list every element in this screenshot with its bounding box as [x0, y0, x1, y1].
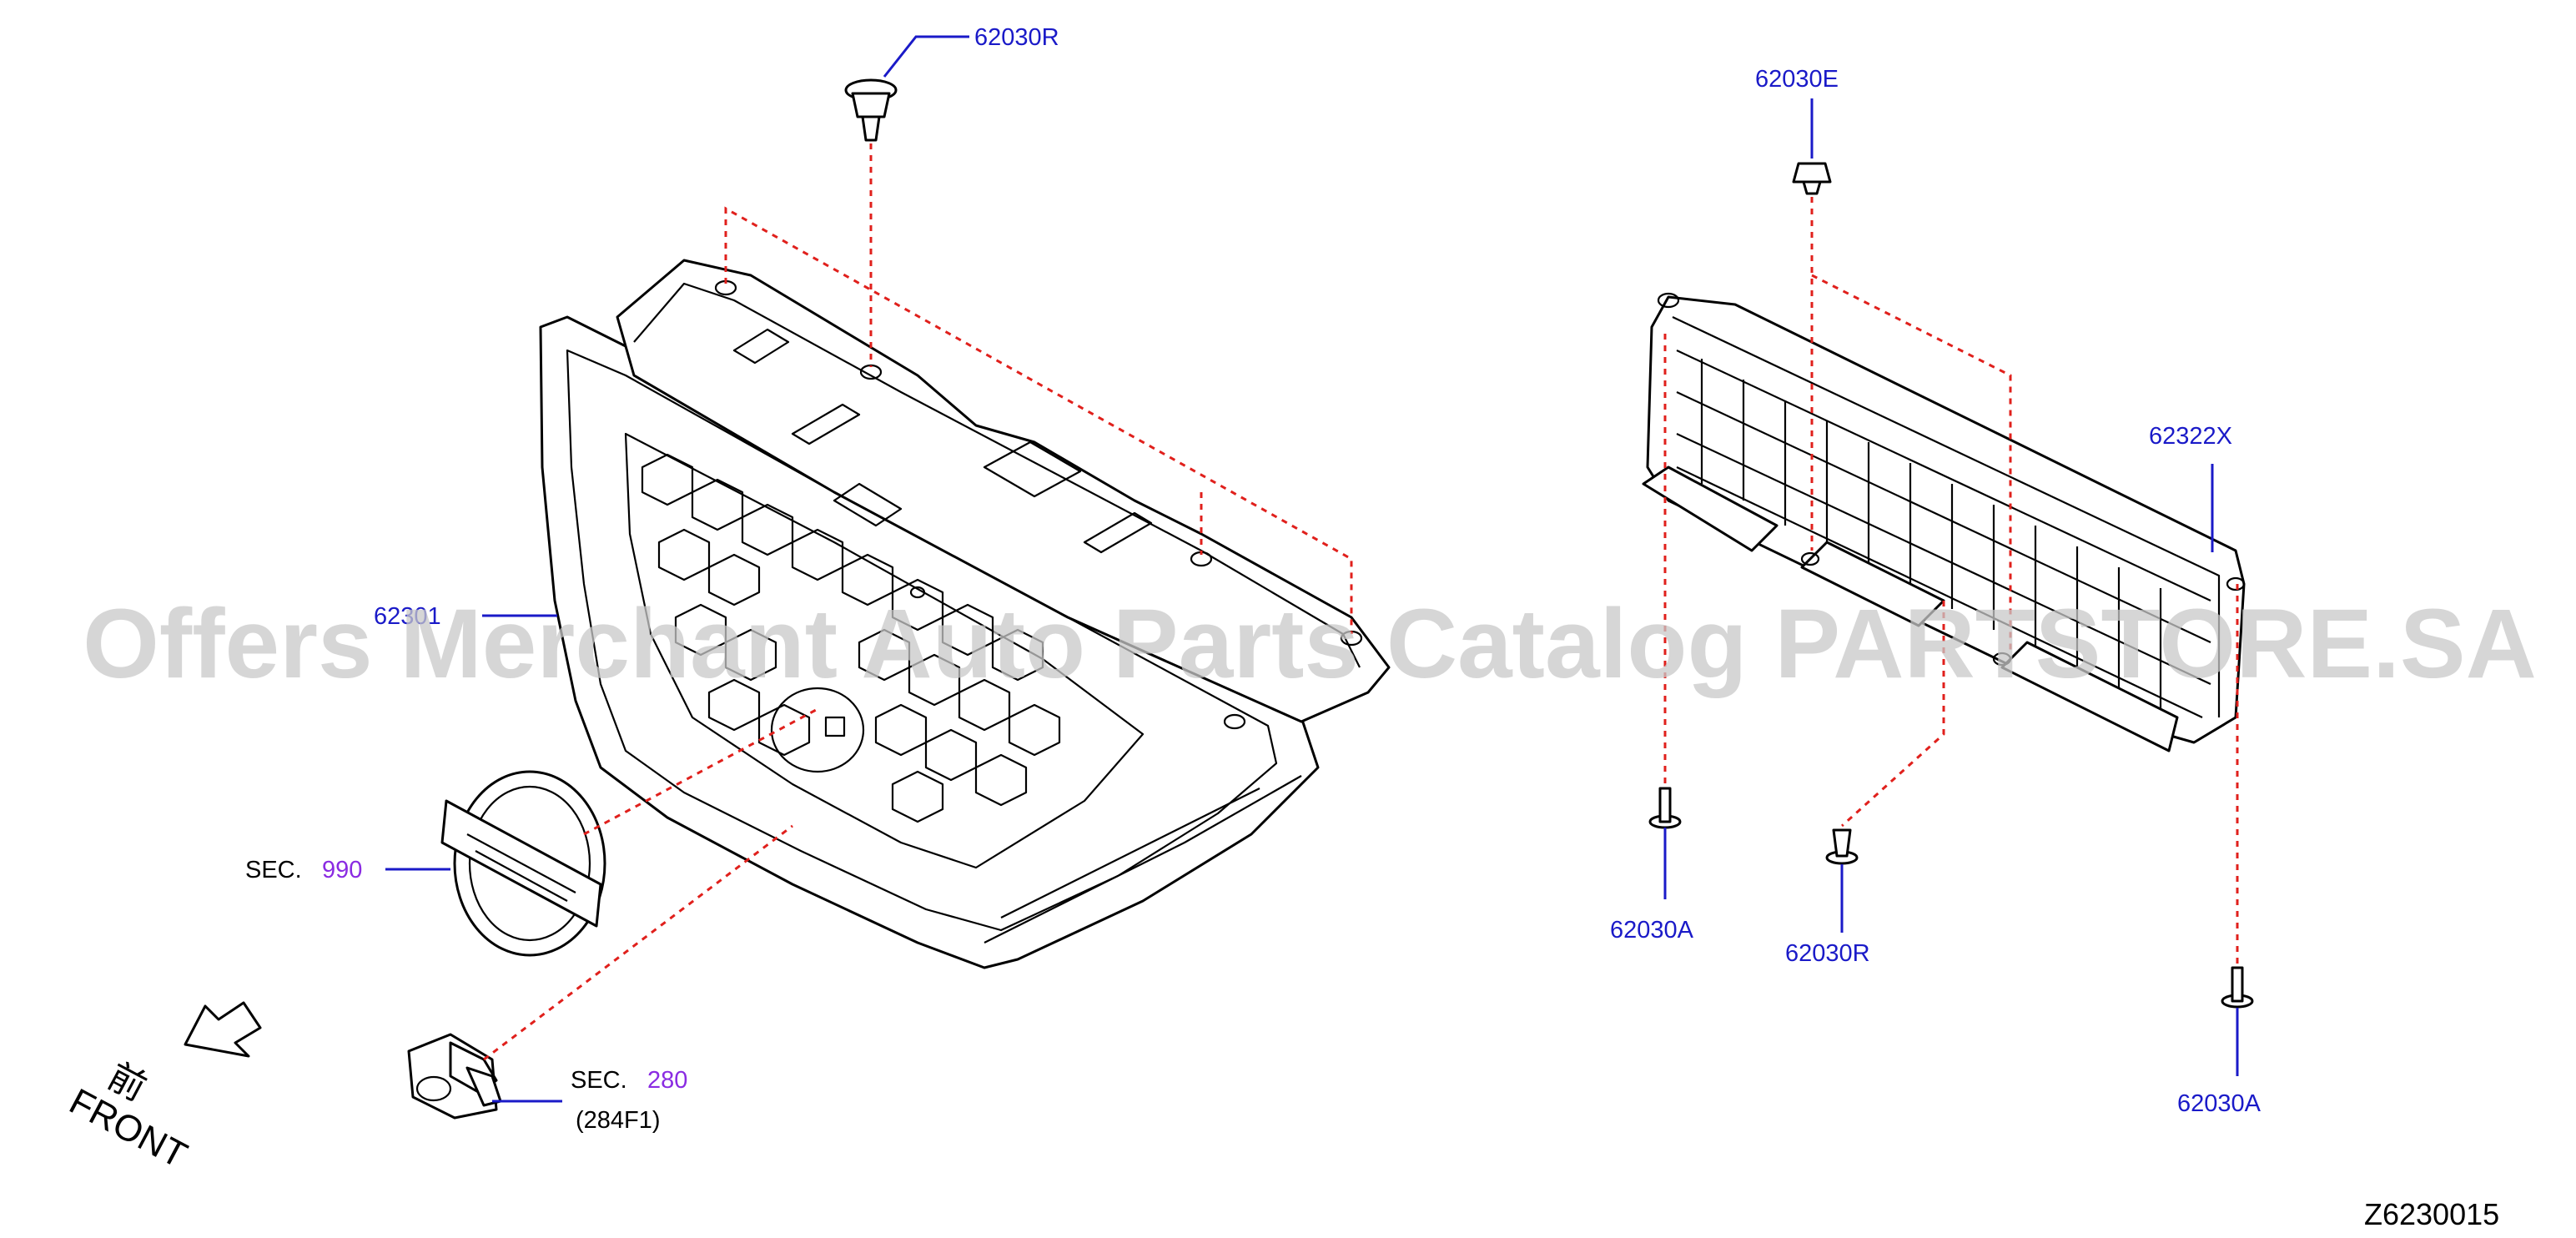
leader-lines [385, 35, 2239, 1103]
clip-bottom[interactable] [1825, 828, 1859, 865]
front-direction-marker: 前 FRONT [63, 1001, 262, 1176]
screw-right[interactable] [2221, 966, 2254, 1009]
arrow-icon [184, 1001, 262, 1058]
installation-lines [483, 143, 2239, 1061]
clip-right-top[interactable] [1792, 162, 1832, 195]
section-prefix-camera: SEC. [571, 1067, 627, 1094]
section-number-emblem[interactable]: 990 [322, 857, 362, 883]
air-duct[interactable] [1642, 292, 2246, 752]
part-number-clip-right-top[interactable]: 62030E [1755, 66, 1839, 93]
front-grille[interactable] [539, 259, 1391, 969]
part-number-duct[interactable]: 62322X [2149, 423, 2232, 450]
part-number-clip-top[interactable]: 62030R [974, 24, 1059, 51]
part-number-grille[interactable]: 62301 [374, 603, 441, 630]
diagram-code: Z6230015 [2364, 1197, 2499, 1231]
section-sub-camera: (284F1) [576, 1107, 661, 1134]
part-number-screw-right[interactable]: 62030A [2177, 1090, 2262, 1117]
section-number-camera[interactable]: 280 [647, 1067, 687, 1094]
part-number-screw-left[interactable]: 62030A [1610, 917, 1694, 944]
screw-left[interactable] [1648, 787, 1682, 829]
watermark: Offers Merchant Auto Parts Catalog PARTS… [83, 589, 2537, 699]
clip-top[interactable] [844, 78, 898, 142]
section-prefix-emblem: SEC. [245, 857, 302, 883]
emblem[interactable] [440, 770, 606, 957]
part-number-clip-bottom[interactable]: 62030R [1785, 940, 1870, 967]
camera[interactable] [407, 1033, 502, 1120]
